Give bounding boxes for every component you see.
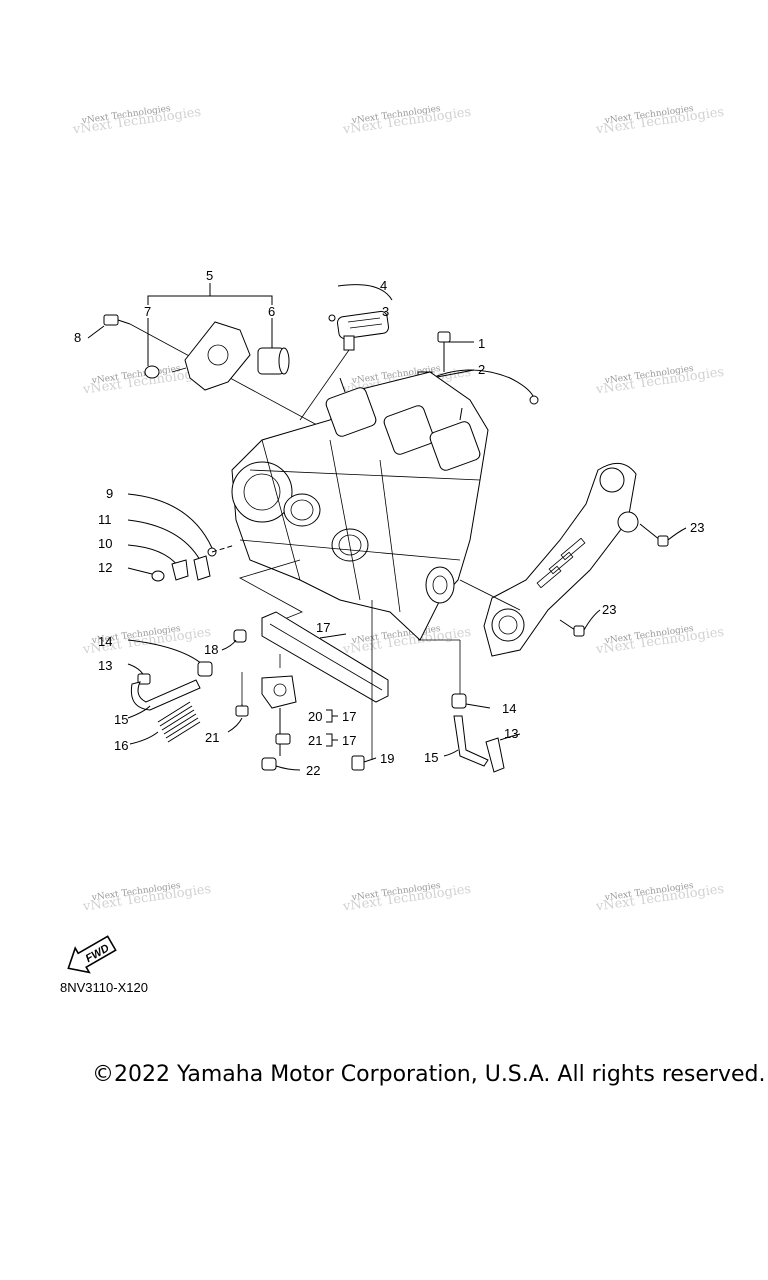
fittings-9-12 [127, 493, 236, 582]
callout-10: 10 [98, 536, 112, 551]
callout-16: 16 [114, 738, 128, 753]
callout-21-left: 21 [205, 730, 219, 745]
callout-18: 18 [204, 642, 218, 657]
callout-13-right: 13 [504, 726, 518, 741]
callout-23-upper: 23 [690, 520, 704, 535]
spring-16 [157, 701, 201, 743]
engine-block [231, 371, 489, 641]
callout-11: 11 [98, 512, 112, 527]
callout-15-right: 15 [424, 750, 438, 765]
callout-3: 3 [382, 304, 389, 319]
handle-3 [299, 284, 393, 421]
callout-8: 8 [74, 330, 81, 345]
callout-21-right: 21 [308, 733, 322, 748]
callout-19: 19 [380, 751, 394, 766]
fwd-arrow-icon: FWD [67, 935, 117, 974]
callout-14-left: 14 [98, 634, 112, 649]
cover-5 [184, 321, 251, 391]
callout-17-mid: 17 [342, 709, 356, 724]
mount-20 [261, 675, 297, 709]
callout-5: 5 [206, 268, 213, 283]
callout-20: 20 [308, 709, 322, 724]
callout-17-low: 17 [342, 733, 356, 748]
mount-bracket-23 [459, 463, 639, 657]
callout-22: 22 [306, 763, 320, 778]
callout-7: 7 [144, 304, 151, 319]
bolt-23-lower [559, 609, 601, 637]
callout-13-left: 13 [98, 658, 112, 673]
copyright-notice: ©2022 Yamaha Motor Corporation, U.S.A. A… [92, 1062, 766, 1087]
bolt-23-upper [639, 523, 687, 547]
plug-18 [221, 629, 247, 651]
callout-23-lower: 23 [602, 602, 616, 617]
filter-6 [257, 347, 290, 375]
callout-15-left: 15 [114, 712, 128, 727]
callout-2: 2 [478, 362, 485, 377]
grommet-7 [144, 365, 160, 379]
callout-17-top: 17 [316, 620, 330, 635]
callout-4: 4 [380, 278, 387, 293]
hose-set-right [443, 693, 521, 773]
callout-6: 6 [268, 304, 275, 319]
callout-14-right: 14 [502, 701, 516, 716]
fwd-label: FWD [84, 942, 112, 965]
nut-22 [261, 757, 301, 771]
bolt-1 [437, 331, 474, 372]
bolt-19 [351, 755, 377, 771]
bolt-21b [275, 708, 291, 756]
callout-1: 1 [478, 336, 485, 351]
bracket-5 [147, 283, 273, 366]
part-code: 8NV3110-X120 [60, 980, 148, 995]
rail-17 [261, 611, 389, 703]
callout-12: 12 [98, 560, 112, 575]
hose-set-left [127, 639, 213, 745]
callout-9: 9 [106, 486, 113, 501]
bolt-21a [227, 704, 249, 733]
